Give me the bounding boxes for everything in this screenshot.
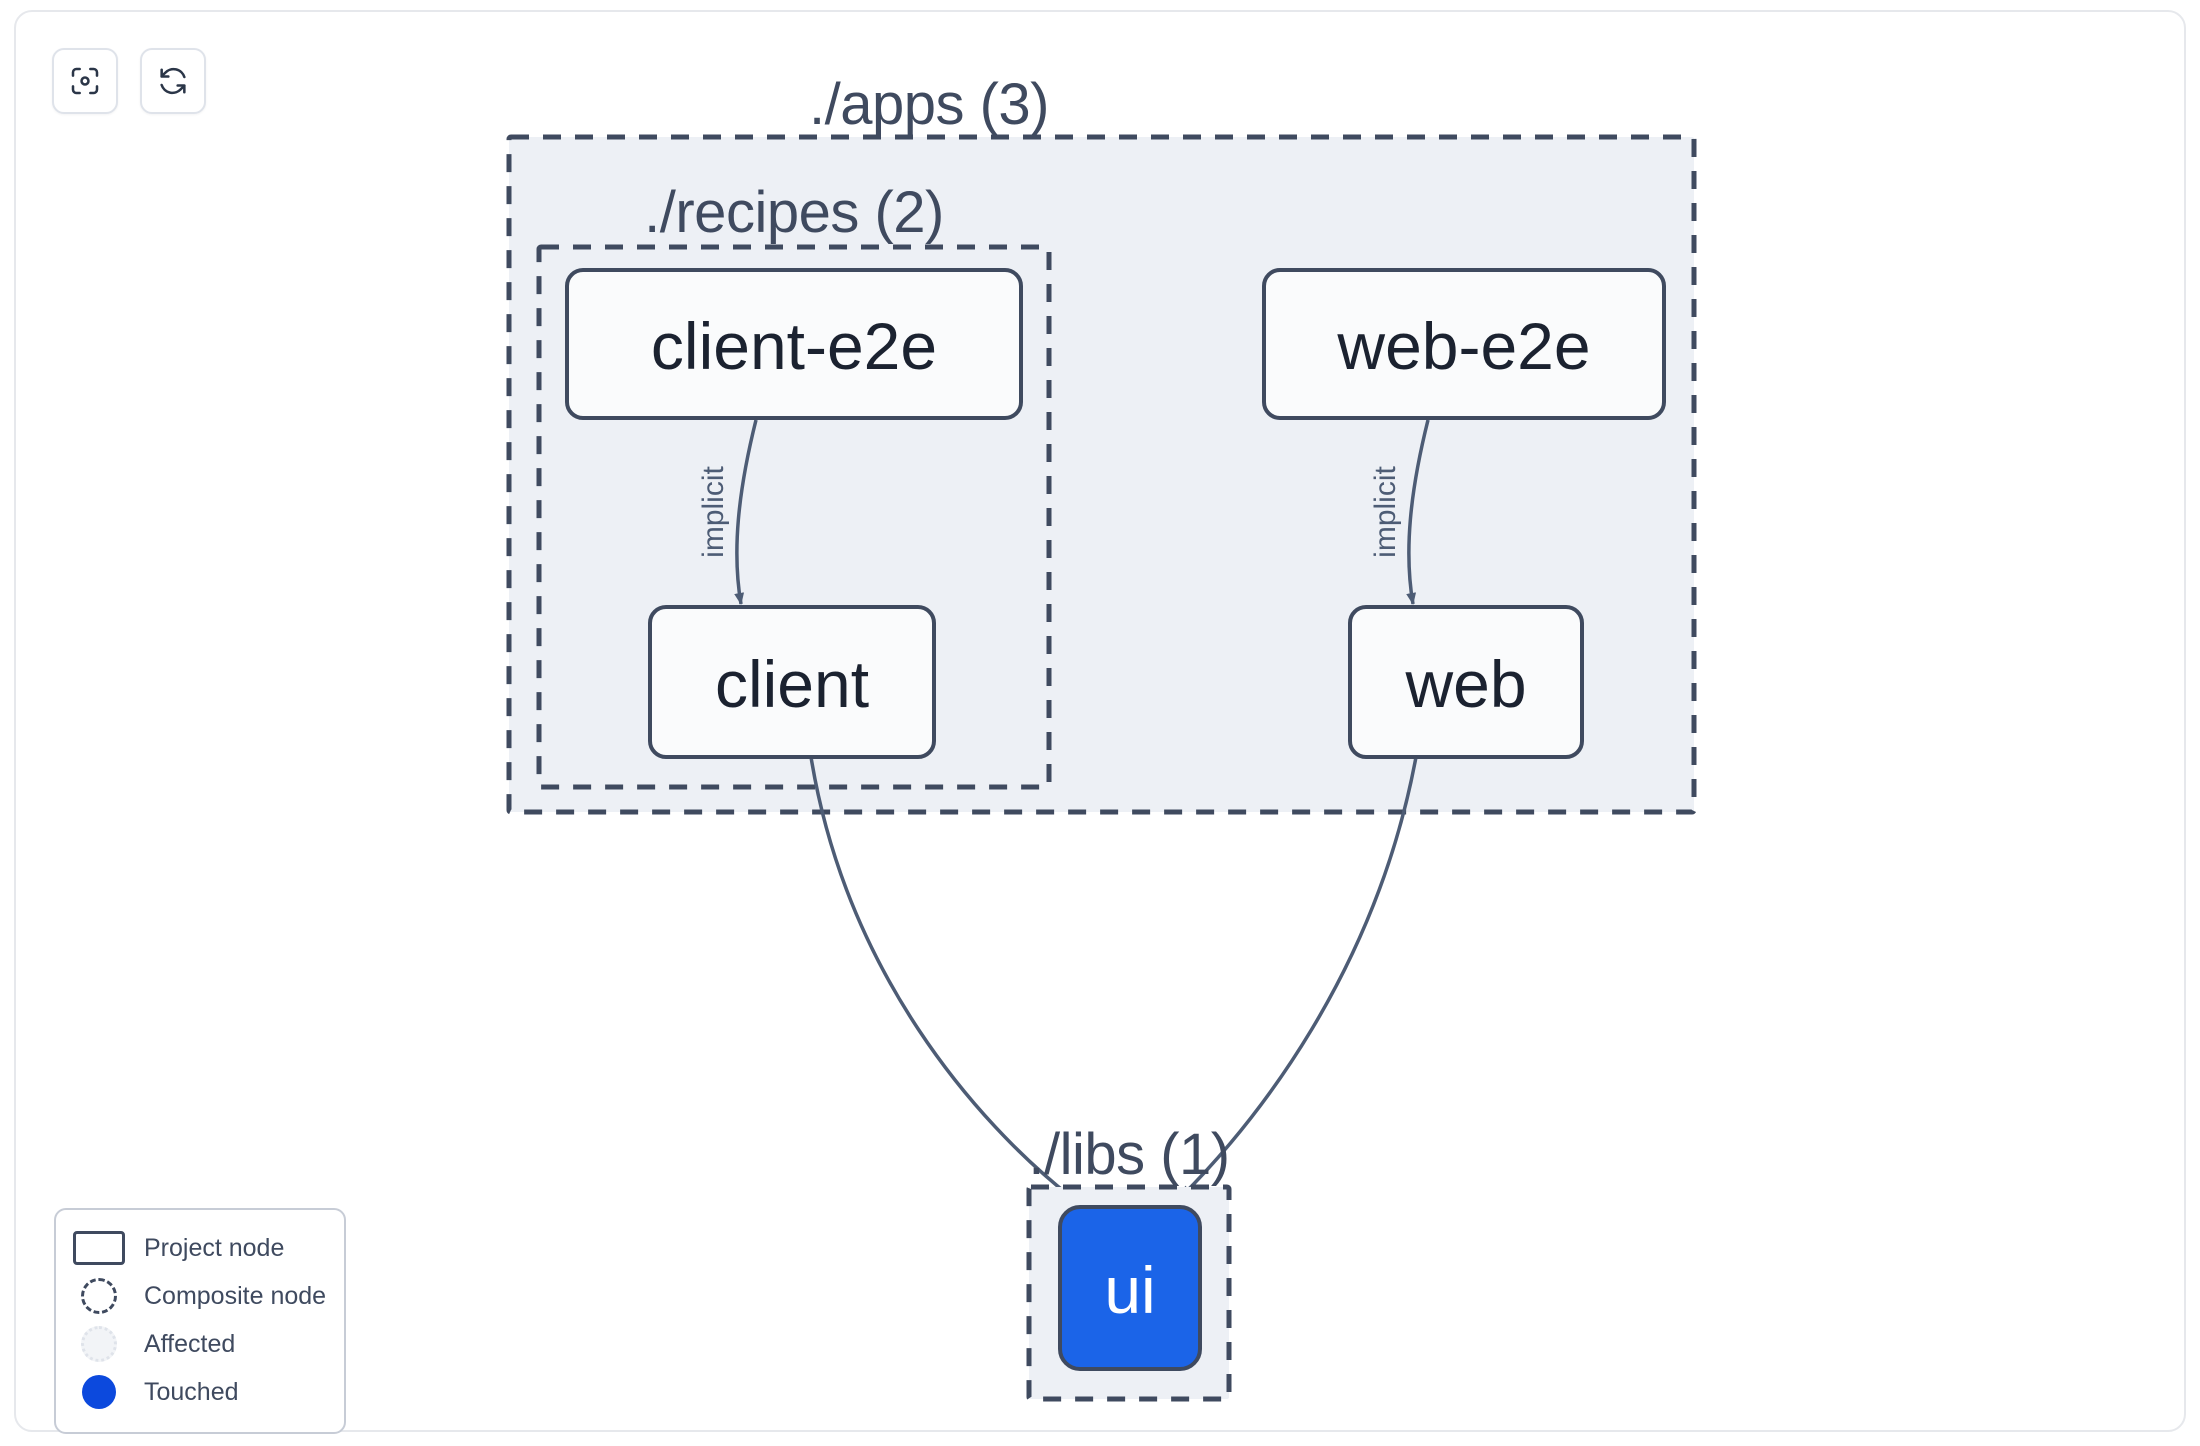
affected-node-icon [72,1325,126,1363]
group-recipes-border [536,244,1052,790]
node-web-label: web [1404,647,1526,721]
node-client-e2e-label: client-e2e [651,309,937,383]
node-client-e2e-box[interactable] [565,268,1023,420]
refresh-graph-button[interactable] [140,48,206,114]
project-graph[interactable]: ./apps (3) ./recipes (2) ./libs (1) impl… [16,12,2188,1434]
project-node-icon [72,1229,126,1267]
group-libs-label: ./libs (1) [1028,1122,1229,1187]
graph-canvas-panel[interactable]: ./apps (3) ./recipes (2) ./libs (1) impl… [14,10,2188,1434]
touched-node-icon [72,1373,126,1411]
refresh-icon [157,65,189,97]
node-client[interactable]: client [648,605,936,759]
group-recipes-label: ./recipes (2) [644,180,944,245]
legend-label-project-node: Project node [144,1233,285,1262]
graph-legend: Project node Composite node Affected Tou… [54,1208,346,1434]
graph-toolbar [52,48,206,114]
node-ui-label: ui [1104,1253,1155,1327]
node-web-e2e-label: web-e2e [1336,309,1590,383]
group-apps-label: ./apps (3) [809,72,1049,137]
edge-label-web-e2e-implicit: implicit [1369,466,1402,558]
edge-label-client-e2e-implicit: implicit [697,466,730,558]
node-web[interactable]: web [1348,605,1584,759]
focus-graph-button[interactable] [52,48,118,114]
node-client-box[interactable] [648,605,936,759]
edge-web-to-ui [1179,756,1418,1199]
group-apps-border [506,134,1697,815]
legend-label-touched: Touched [144,1377,239,1406]
legend-item-affected: Affected [72,1320,328,1368]
group-libs-border [1026,1184,1232,1402]
node-client-label: client [715,647,869,721]
composite-node-icon [72,1277,126,1315]
legend-label-composite-node: Composite node [144,1281,327,1310]
legend-label-affected: Affected [144,1329,236,1358]
node-ui[interactable]: ui [1058,1205,1202,1371]
legend-item-project-node: Project node [72,1224,328,1272]
edge-web-e2e-to-web [1406,419,1430,605]
node-web-e2e[interactable]: web-e2e [1262,268,1666,420]
legend-item-touched: Touched [72,1368,328,1416]
node-web-box[interactable] [1348,605,1584,759]
legend-item-composite-node: Composite node [72,1272,328,1320]
node-ui-box[interactable] [1058,1205,1202,1371]
edge-client-to-ui [809,756,1073,1199]
focus-target-icon [69,65,101,97]
node-web-e2e-box[interactable] [1262,268,1666,420]
edge-client-e2e-to-client [734,419,758,605]
node-client-e2e[interactable]: client-e2e [565,268,1023,420]
